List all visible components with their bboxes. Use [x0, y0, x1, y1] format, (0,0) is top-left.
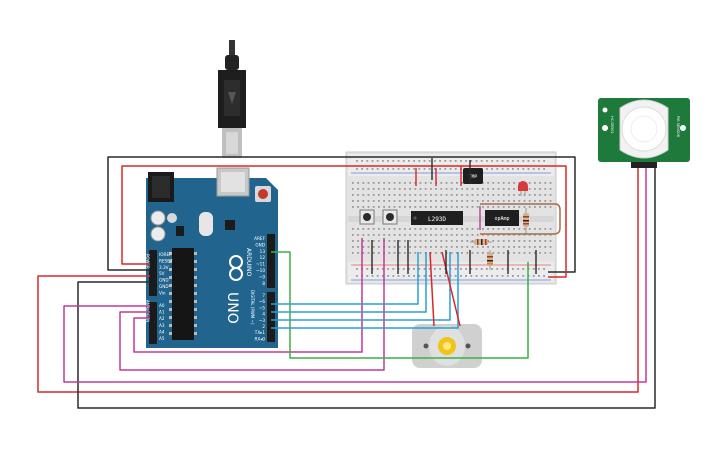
digital-header-bottom: [267, 292, 275, 342]
wire-motor-a[interactable]: [429, 251, 435, 327]
wire-brown-loop[interactable]: [480, 203, 561, 235]
pin-label: AREF: [254, 236, 265, 241]
wire-motor-b[interactable]: [441, 251, 461, 327]
wire-gnd-top[interactable]: [107, 156, 576, 273]
pin-label: ~6: [259, 299, 266, 304]
wire-magenta-2[interactable]: [119, 238, 385, 371]
wire-5v-top[interactable]: [121, 165, 567, 278]
wire-magenta-3[interactable]: [133, 238, 363, 353]
analog-header-title: ANALOG IN: [145, 300, 150, 322]
breadboard-holes: [352, 160, 552, 277]
pin-label: A1: [159, 310, 165, 315]
pin-label: TX▸1: [254, 330, 266, 335]
pin-label: Vin: [159, 290, 166, 295]
pin-label: 2: [262, 324, 265, 329]
power-header: [149, 250, 157, 296]
pushbutton-2[interactable]: [382, 209, 398, 225]
pin-label: IOREF: [159, 252, 172, 257]
pin-label: GND: [255, 242, 265, 247]
wire-gnd-pir[interactable]: [77, 168, 656, 409]
wire-green-1[interactable]: [271, 251, 529, 359]
resistor-3[interactable]: [523, 208, 529, 234]
pin-label: A5: [159, 336, 165, 341]
pushbutton-1[interactable]: [359, 209, 375, 225]
red-led[interactable]: [518, 181, 528, 196]
resistor-2[interactable]: [487, 250, 493, 270]
arduino-model-label: UNO: [224, 292, 240, 324]
pin-label: A2: [159, 316, 165, 321]
pin-label: A0: [159, 303, 165, 308]
breadboard[interactable]: L293D TMP opAmp: [345, 151, 557, 285]
opamp-chip[interactable]: opAmp: [485, 210, 519, 226]
wire-blue-2[interactable]: [271, 252, 427, 313]
tmp-sensor[interactable]: TMP: [463, 168, 483, 184]
tmp-label: TMP: [469, 174, 477, 180]
pin-label: ~5: [259, 305, 266, 310]
pin-label: ~3: [259, 318, 266, 323]
wire-blue-3[interactable]: [271, 252, 451, 321]
wire-blue-4[interactable]: [271, 252, 459, 329]
wire-magenta-1[interactable]: [63, 168, 647, 383]
pin-label: 8: [262, 281, 265, 286]
wires: [37, 156, 656, 409]
pin-label: A3: [159, 323, 165, 328]
arduino-brand-label: ARDUINO: [245, 248, 252, 277]
pin-label: ~9: [259, 274, 266, 279]
wire-5v-pir[interactable]: [37, 168, 639, 393]
arduino-uno-board[interactable]: ARDUINO UNO DIGITAL (PWM ~) ANALOG IN PO…: [145, 167, 278, 348]
pin-label: GND: [159, 284, 169, 289]
atmega328-chip: [172, 248, 194, 340]
opamp-label: opAmp: [494, 216, 509, 222]
pin-label: A4: [159, 329, 165, 334]
usb-cable: [218, 40, 246, 158]
l293d-motor-driver[interactable]: L293D: [411, 211, 463, 225]
pin-label: RESET: [159, 258, 173, 263]
l293d-label: L293D: [428, 216, 446, 223]
pin-label: 5V: [159, 271, 165, 276]
pin-label: 4: [262, 312, 265, 317]
pin-label: 13: [260, 249, 266, 254]
arduino-logo: [229, 255, 243, 281]
pin-label: ~10: [256, 268, 265, 273]
digital-header-title: DIGITAL (PWM ~): [250, 290, 255, 325]
resistor-1[interactable]: [470, 239, 492, 245]
reset-button[interactable]: [258, 189, 268, 199]
analog-header: [149, 302, 157, 344]
pir-right-label: PIR SENSOR: [676, 116, 680, 138]
pin-label: 12: [260, 255, 266, 260]
pir-left-label: HC-SR501: [610, 116, 614, 134]
dc-motor[interactable]: [412, 324, 482, 368]
power-header-title: POWER: [145, 254, 150, 269]
pin-label: ~11: [256, 262, 265, 267]
pin-label: 3.3V: [159, 265, 169, 270]
pin-label: 7: [262, 293, 265, 298]
wire-blue-1[interactable]: [271, 252, 419, 305]
pin-label: GND: [159, 278, 169, 283]
pin-label: RX◂0: [254, 336, 265, 341]
pir-sensor[interactable]: HC-SR501 PIR SENSOR: [598, 98, 690, 168]
digital-header-top: [267, 234, 275, 288]
